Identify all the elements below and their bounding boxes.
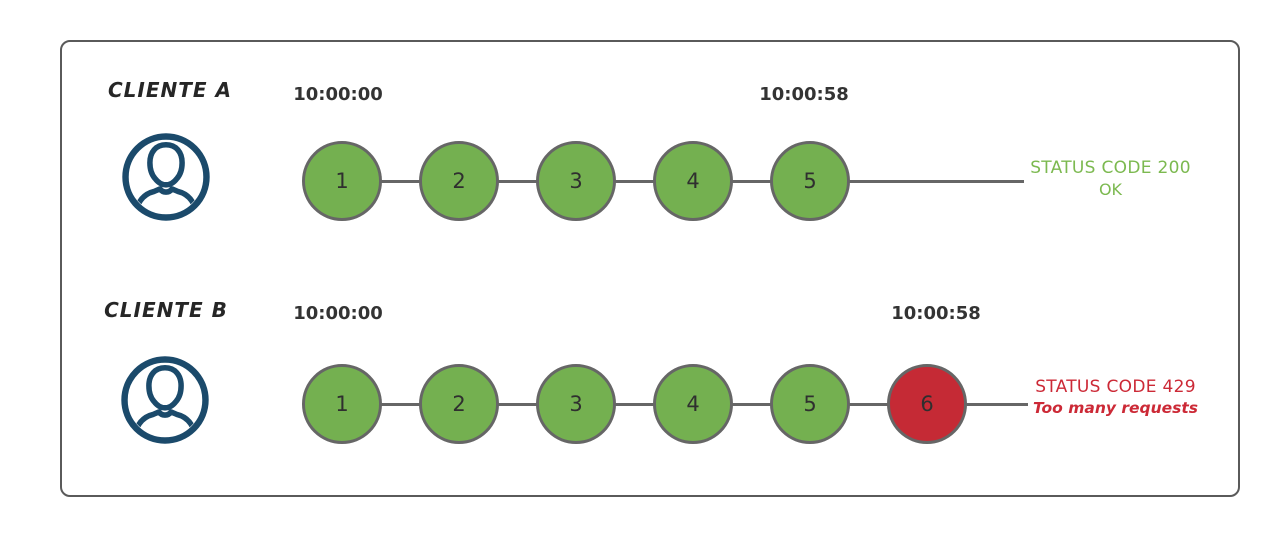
status-code-text: STATUS CODE 200 — [1030, 158, 1191, 178]
request-circle: 3 — [536, 141, 616, 221]
status-result: STATUS CODE 200 OK — [1028, 158, 1193, 200]
status-detail-text: OK — [1098, 180, 1123, 199]
client-a-label: CLIENTE A — [107, 78, 232, 102]
client-b-label: CLIENTE B — [104, 298, 228, 322]
request-circle: 1 — [302, 364, 382, 444]
diagram-frame — [60, 40, 1240, 497]
request-circle: 1 — [302, 141, 382, 221]
person-icon — [120, 131, 212, 223]
status-code-text: STATUS CODE 429 — [1035, 377, 1196, 397]
start-timestamp: 10:00:00 — [293, 303, 383, 324]
status-detail-text: Too many requests — [1032, 399, 1199, 417]
request-circle: 2 — [419, 364, 499, 444]
request-circle: 4 — [653, 364, 733, 444]
end-timestamp: 10:00:58 — [759, 84, 849, 105]
request-circle: 5 — [770, 364, 850, 444]
start-timestamp: 10:00:00 — [293, 84, 383, 105]
request-circle: 4 — [653, 141, 733, 221]
request-circle: 5 — [770, 141, 850, 221]
end-timestamp: 10:00:58 — [891, 303, 981, 324]
request-circle: 3 — [536, 364, 616, 444]
request-circle: 2 — [419, 141, 499, 221]
status-result: STATUS CODE 429 Too many requests — [1028, 377, 1203, 419]
person-icon — [119, 354, 211, 446]
request-circle: 6 — [887, 364, 967, 444]
